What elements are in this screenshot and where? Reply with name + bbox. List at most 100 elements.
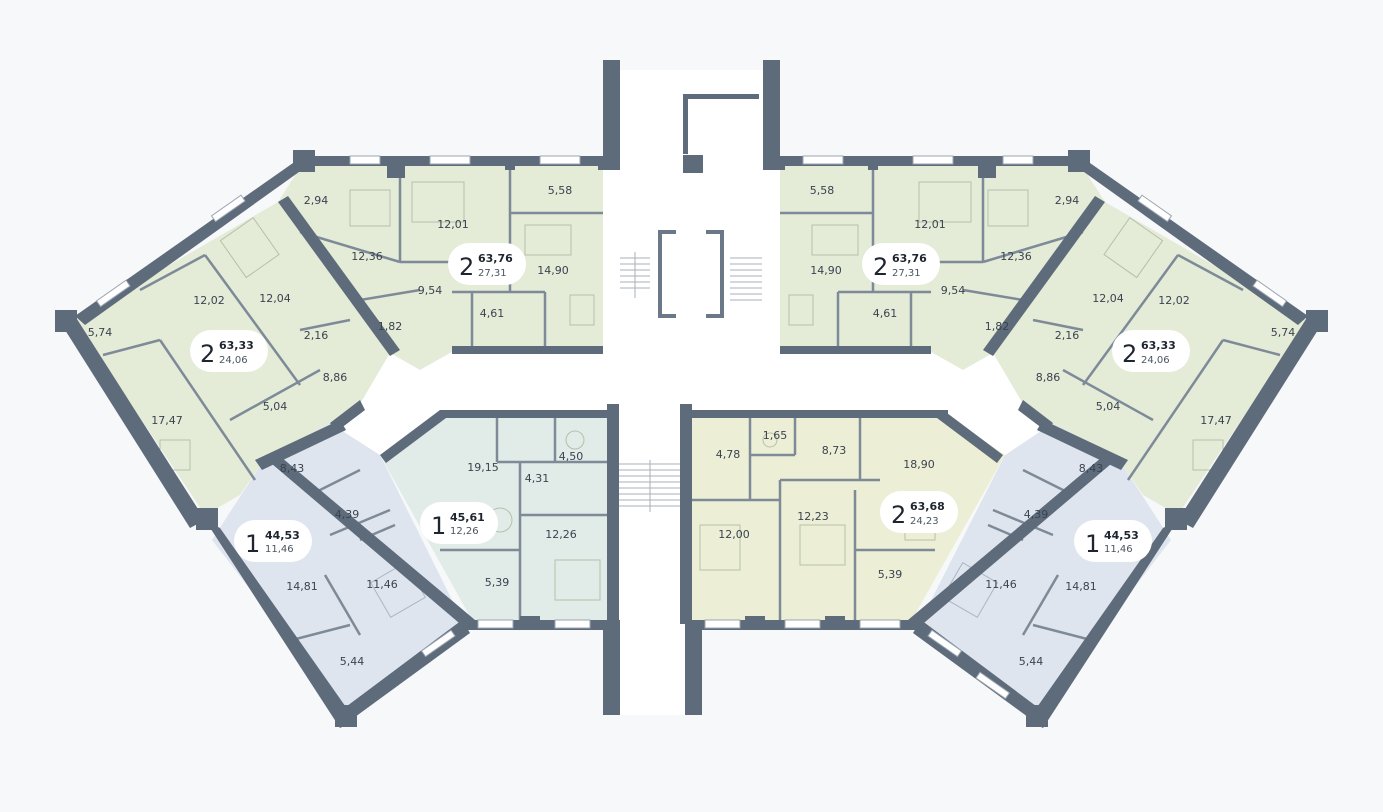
svg-text:63,33: 63,33 <box>1141 339 1176 352</box>
stair-top-left <box>620 252 650 298</box>
room-area: 5,58 <box>810 184 835 197</box>
window <box>210 194 246 223</box>
svg-text:63,76: 63,76 <box>478 252 513 265</box>
room-area: 8,86 <box>1036 371 1061 384</box>
svg-text:44,53: 44,53 <box>265 529 300 542</box>
svg-text:1: 1 <box>431 512 446 540</box>
bed-icon <box>411 181 465 223</box>
room-area: 5,74 <box>88 326 113 339</box>
room-area: 4,61 <box>480 307 505 320</box>
room-area: 8,86 <box>323 371 348 384</box>
table-icon <box>811 224 859 256</box>
room-area: 2,94 <box>1055 194 1080 207</box>
window <box>912 155 954 165</box>
apartment-badge[interactable]: 1 44,53 11,46 <box>1074 520 1152 562</box>
bed-icon <box>987 189 1029 227</box>
room-area: 11,46 <box>366 578 398 591</box>
window <box>349 155 381 165</box>
svg-text:63,76: 63,76 <box>892 252 927 265</box>
svg-text:12,26: 12,26 <box>450 526 479 537</box>
entrance-vestibule-bottom <box>620 620 685 715</box>
room-area: 2,94 <box>304 194 329 207</box>
window <box>429 155 471 165</box>
room-area: 2,16 <box>1055 329 1080 342</box>
apartment-badge[interactable]: 2 63,68 24,23 <box>880 491 958 533</box>
bed-icon <box>699 524 741 571</box>
room-area: 5,44 <box>340 655 365 668</box>
room-area: 4,78 <box>716 448 741 461</box>
bed-icon <box>1103 216 1164 279</box>
svg-text:11,46: 11,46 <box>265 544 294 555</box>
svg-text:1: 1 <box>245 530 260 558</box>
svg-text:44,53: 44,53 <box>1104 529 1139 542</box>
room-area: 5,58 <box>548 184 573 197</box>
room-area: 4,31 <box>525 472 550 485</box>
window <box>1252 279 1288 308</box>
room-area: 12,36 <box>351 250 383 263</box>
toilet-icon <box>762 432 778 448</box>
furniture <box>159 181 1224 619</box>
window <box>975 671 1011 700</box>
room-area: 9,54 <box>418 284 443 297</box>
svg-text:27,31: 27,31 <box>478 268 507 279</box>
window <box>1137 194 1173 223</box>
svg-text:2: 2 <box>200 340 215 368</box>
room-area: 12,36 <box>1000 250 1032 263</box>
room-area: 19,15 <box>467 461 499 474</box>
apartment-tl-top-area[interactable] <box>278 163 603 370</box>
apartment-badge[interactable]: 1 44,53 11,46 <box>234 520 312 562</box>
room-area: 5,04 <box>263 400 288 413</box>
window <box>95 279 131 308</box>
room-area: 18,90 <box>903 458 935 471</box>
room-area: 8,43 <box>1079 462 1104 475</box>
room-area: 12,23 <box>797 510 829 523</box>
svg-text:63,68: 63,68 <box>910 500 945 513</box>
window <box>477 619 514 629</box>
svg-text:11,46: 11,46 <box>1104 544 1133 555</box>
bed-icon <box>219 216 280 279</box>
room-area: 17,47 <box>151 414 183 427</box>
bed-icon <box>918 181 972 223</box>
apartment-r-low-area[interactable] <box>921 423 1171 712</box>
room-area: 12,00 <box>718 528 750 541</box>
apartment-l-low-area[interactable] <box>212 423 462 712</box>
svg-text:2: 2 <box>1122 340 1137 368</box>
svg-text:1: 1 <box>1085 530 1100 558</box>
bed-icon <box>554 559 601 601</box>
window <box>554 619 591 629</box>
stairs <box>618 252 762 512</box>
apartment-badge[interactable]: 2 63,33 24,06 <box>190 330 268 372</box>
apartment-fills <box>75 70 1308 715</box>
room-area: 12,26 <box>545 528 577 541</box>
room-area: 14,90 <box>810 264 842 277</box>
apartment-c-right-area[interactable] <box>690 416 1005 620</box>
apartment-badge[interactable]: 2 63,76 27,31 <box>862 243 940 285</box>
corridor-area <box>330 163 1053 620</box>
apartment-tr-top-area[interactable] <box>780 163 1105 370</box>
room-area: 4,39 <box>1024 508 1049 521</box>
window <box>927 629 963 658</box>
apartment-badge[interactable]: 2 63,33 24,06 <box>1112 330 1190 372</box>
entrance-vestibule-top <box>620 70 763 163</box>
window <box>802 155 844 165</box>
windows <box>95 155 1288 700</box>
apartment-badge[interactable]: 1 45,61 12,26 <box>420 502 498 544</box>
svg-text:2: 2 <box>459 253 474 281</box>
bed-icon <box>799 524 846 566</box>
room-area: 8,73 <box>822 444 847 457</box>
room-area: 1,82 <box>378 320 403 333</box>
elevator-shaft <box>658 230 724 318</box>
room-area: 1,65 <box>763 429 788 442</box>
room-area: 12,04 <box>1092 292 1124 305</box>
window <box>704 619 741 629</box>
room-area: 14,90 <box>537 264 569 277</box>
apartment-badge[interactable]: 2 63,76 27,31 <box>448 243 526 285</box>
svg-text:2: 2 <box>873 253 888 281</box>
room-area: 17,47 <box>1200 414 1232 427</box>
room-area: 12,02 <box>1158 294 1190 307</box>
room-area: 5,04 <box>1096 400 1121 413</box>
table-icon <box>524 224 572 256</box>
svg-text:24,06: 24,06 <box>219 355 248 366</box>
svg-text:2: 2 <box>891 501 906 529</box>
